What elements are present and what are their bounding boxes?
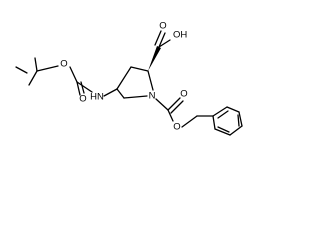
- chemical-structure: OH O O O HN N O O: [15, 21, 243, 136]
- bond-tbu-methyl-down: [28, 70, 38, 86]
- atom-label-acid-o: O: [159, 21, 166, 32]
- bond-ring-n-c5: [123, 95, 148, 99]
- bond-ring-c5-c4: [116, 88, 125, 99]
- bond-ring-c4-c3: [116, 66, 132, 90]
- bond-ring-c3-c2: [130, 66, 149, 72]
- stereo-wedge-bond: [148, 46, 161, 71]
- bond-cbz-carbon-oxygen: [167, 109, 174, 122]
- bond-ph-inner-3: [217, 126, 230, 133]
- bond-tbu-methyl-left: [15, 66, 28, 74]
- bond-ph-6: [212, 115, 216, 130]
- bond-ph-inner-1: [217, 110, 229, 119]
- bond-cbz-oxygen-ch2: [181, 115, 198, 128]
- bond-nh-ring: [103, 88, 118, 97]
- bond-ph-2: [226, 106, 240, 113]
- bond-ring-c2-n: [147, 70, 154, 91]
- bond-ph-4: [229, 125, 243, 136]
- atom-label-boc-ether-o: O: [60, 59, 67, 70]
- bond-n-cbz-carbon: [155, 98, 169, 111]
- bond-boc-oxygen-carbon: [69, 66, 78, 83]
- bond-tbu-to-oxygen: [36, 65, 59, 72]
- bond-acid-carbon-oh: [158, 39, 171, 48]
- bond-boc-carbonyl-a: [76, 81, 81, 96]
- atom-label-cbz-carbonyl-o: O: [180, 89, 187, 100]
- bond-boc-carbon-nh: [76, 81, 93, 93]
- atom-label-ring-n: N: [149, 91, 156, 102]
- bond-ph-inner-2: [237, 114, 240, 127]
- bond-ph-5: [214, 128, 231, 136]
- atom-label-hn: HN: [90, 92, 104, 103]
- atom-label-oh: OH: [173, 30, 187, 41]
- bond-cbz-carbonyl-a: [167, 97, 181, 111]
- bond-ph-3: [238, 111, 243, 127]
- bond-ph-1: [212, 106, 228, 117]
- bond-tbu-methyl-up: [34, 57, 38, 72]
- bond-cbz-carbonyl-b: [170, 100, 184, 114]
- atom-label-cbz-ether-o: O: [173, 122, 180, 133]
- atom-label-boc-carbonyl-o: O: [79, 94, 86, 105]
- bond-acid-carbonyl-a: [158, 32, 166, 48]
- bond-boc-carbonyl-b: [80, 81, 85, 94]
- bond-acid-carbonyl-b: [154, 30, 162, 46]
